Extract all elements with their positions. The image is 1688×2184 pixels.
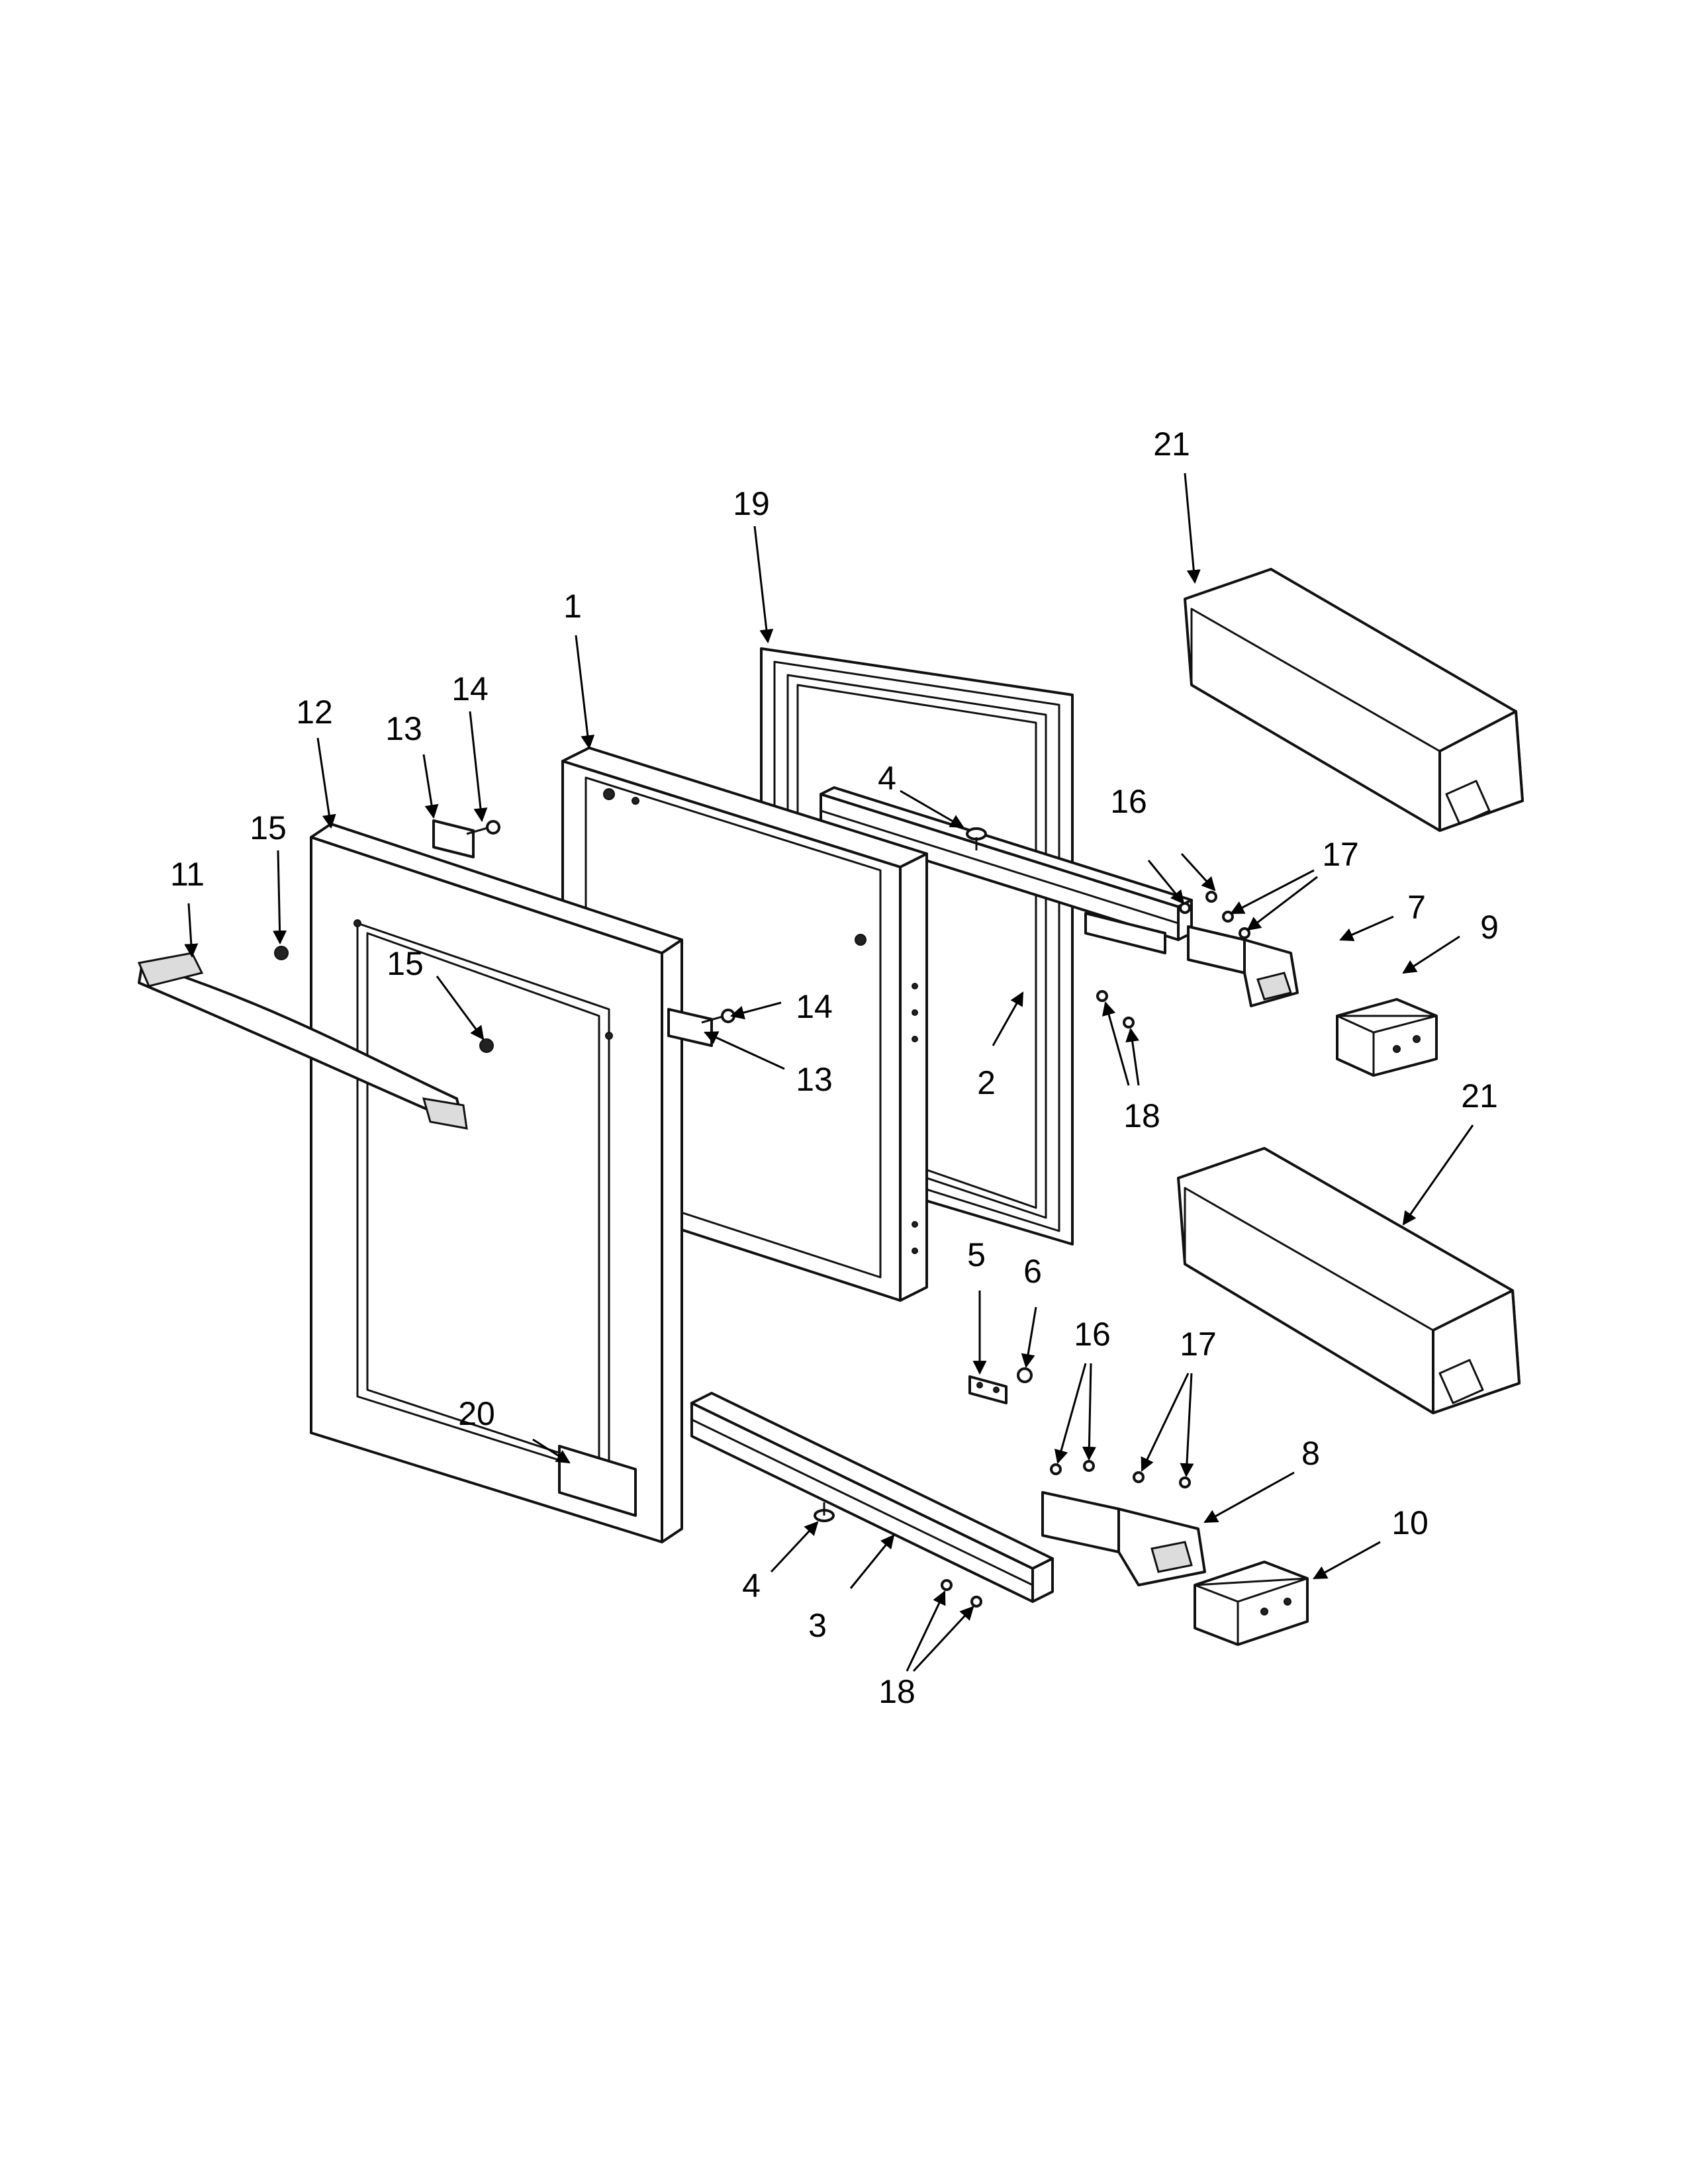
bracket-5-part (968, 1375, 1008, 1404)
callout-4-lower: 4 (742, 1567, 761, 1604)
callout-8: 8 (1301, 1435, 1320, 1472)
screw-16-lower-b (1083, 1460, 1095, 1472)
screw-17-lower-a (1133, 1471, 1145, 1483)
screw-15-upper (274, 946, 289, 960)
hinge-cover-lower-part (1194, 1561, 1309, 1646)
callout-19: 19 (733, 485, 770, 522)
callout-7: 7 (1407, 889, 1426, 926)
screw-16-upper-b (1205, 891, 1217, 903)
callout-13-upper: 13 (385, 710, 422, 747)
callout-3: 3 (808, 1607, 827, 1644)
callout-4-upper: 4 (878, 760, 896, 797)
plate-13-upper (432, 819, 475, 858)
callout-16-upper: 16 (1110, 783, 1147, 820)
callout-14-upper: 14 (451, 670, 489, 707)
door-handle-part (137, 952, 468, 1130)
hinge-bracket-right-upper (1084, 912, 1166, 954)
label-plate-part (558, 1445, 637, 1517)
callout-16-lower: 16 (1074, 1316, 1111, 1353)
lower-trim-part (690, 1392, 1054, 1603)
outer-door-panel-part (310, 823, 683, 1543)
callout-12: 12 (296, 694, 333, 731)
door-bin-lower-part (1177, 1147, 1521, 1414)
screw-6-part (1017, 1367, 1033, 1383)
leader-lines (184, 473, 1474, 1672)
screw-4-lower (814, 1502, 835, 1522)
callout-2: 2 (977, 1064, 996, 1101)
callout-15-lower: 15 (387, 945, 424, 982)
callout-21-upper: 21 (1153, 426, 1190, 463)
upper-hinge-part (1187, 925, 1299, 1007)
callout-17-lower: 17 (1180, 1326, 1217, 1363)
screw-18-lower-a (941, 1579, 953, 1591)
callout-13-lower: 13 (796, 1061, 833, 1098)
screw-18-upper-b (1123, 1017, 1135, 1028)
callout-15-upper: 15 (250, 809, 287, 846)
screw-17-upper-a (1222, 911, 1234, 923)
screw-14-upper (466, 820, 500, 835)
screw-17-upper-b (1239, 927, 1250, 939)
callout-5: 5 (967, 1236, 986, 1273)
hinge-cover-upper-part (1336, 998, 1438, 1077)
callout-9: 9 (1480, 909, 1499, 946)
plate-13-lower (667, 1008, 713, 1047)
callout-18-upper: 18 (1123, 1097, 1160, 1134)
callout-labels: 19 1 12 11 15 15 13 14 14 13 4 2 16 17 7… (170, 426, 1499, 1710)
screw-18-upper-a (1096, 990, 1108, 1002)
callout-17-upper: 17 (1322, 836, 1359, 873)
screw-16-upper-a (1179, 902, 1191, 914)
screw-17-lower-b (1179, 1477, 1191, 1488)
screw-16-lower-a (1050, 1463, 1062, 1475)
callout-10: 10 (1391, 1504, 1429, 1541)
callout-11: 11 (170, 856, 205, 893)
lower-hinge-part (1041, 1491, 1206, 1586)
callout-21-lower: 21 (1461, 1077, 1498, 1115)
callout-14-lower: 14 (796, 988, 833, 1025)
callout-20: 20 (458, 1395, 495, 1432)
callout-18-lower: 18 (878, 1673, 915, 1710)
screw-18-lower-b (970, 1596, 982, 1608)
screw-15-lower (479, 1038, 494, 1053)
callout-6: 6 (1023, 1253, 1042, 1290)
door-bin-upper-part (1184, 568, 1524, 832)
screw-4-upper (966, 827, 987, 850)
callout-1: 1 (563, 588, 582, 625)
